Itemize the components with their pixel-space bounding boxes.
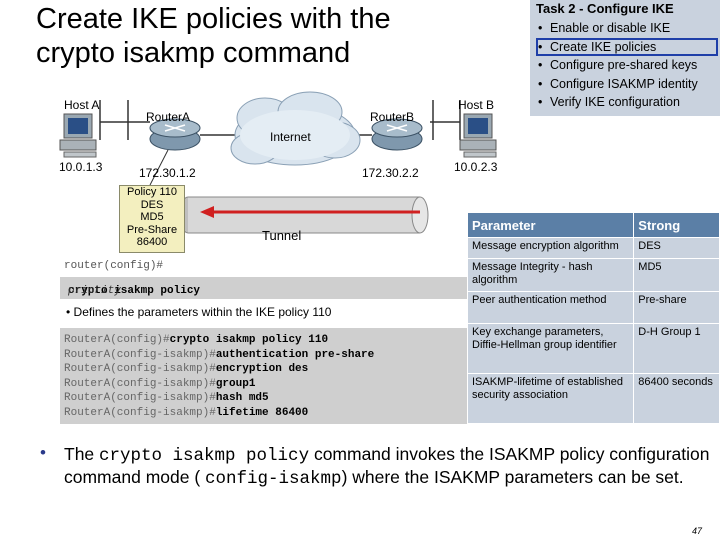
host-b-ip: 10.0.2.3 [454,160,498,174]
host-a-ip: 10.0.1.3 [59,160,103,174]
router-b-label: RouterB [370,110,415,124]
table-cell-value: D-H Group 1 [633,323,720,374]
syntax-prompt: router(config)# [64,260,164,272]
syntax-description-text: Defines the parameters within the IKE po… [73,305,332,319]
slide-title: Create IKE policies with the crypto isak… [36,2,516,70]
bullet-icon: • [538,39,543,54]
policy-line: 86400 [136,236,168,248]
table-header-row: Parameter Strong [466,212,720,238]
syntax-argument: priority [68,285,121,297]
router-a-ip: 172.30.1.2 [139,166,196,180]
router-a-label: RouterA [146,110,191,124]
title-line-2: crypto isakmp command [36,37,351,69]
title-line-1: Create IKE policies with the [36,3,391,35]
config-command: group1 [215,377,256,390]
task-item-label: Verify IKE configuration [550,95,680,109]
tunnel-label: Tunnel [262,228,302,243]
table-cell-parameter: Key exchange parameters, Diffie-Hellman … [466,323,635,374]
policy-line: Pre-Share [126,223,178,236]
host-b-label: Host B [458,98,495,112]
syntax-command-bar: crypto isakmp policy priority [60,277,470,299]
task-panel-heading: Task 2 - Configure IKE [536,1,674,16]
bullet-icon: • [538,95,543,109]
task-item-label: Create IKE policies [550,39,657,54]
tunnel-arrow-icon [200,206,420,218]
config-prompt: RouterA(config-isakmp)# [64,406,216,419]
task-item: • Verify IKE configuration [536,93,720,112]
task-item: • Configure pre-shared keys [536,56,720,75]
router-a-icon [149,118,201,151]
config-command: encryption des [215,363,309,375]
table-cell-parameter: Message Integrity - hash algorithm [466,258,635,292]
config-line: RouterA(config-isakmp)#hash md5 [64,392,269,404]
syntax-description: • Defines the parameters within the IKE … [66,305,332,319]
config-command: authentication pre-share [215,348,375,361]
summary-text-part: ) where the ISAKMP parameters can be set… [341,467,684,487]
task-list: • Enable or disable IKE • Create IKE polic… [536,19,720,112]
table-row: Key exchange parameters, Diffie-Hellman … [466,323,720,374]
table-header-parameter: Parameter [466,212,635,238]
config-line: RouterA(config-isakmp)#group1 [64,378,255,390]
config-prompt: RouterA(config-isakmp)# [64,348,216,361]
policy-line: DES [140,198,164,211]
bullet-icon: • [538,76,543,91]
router-b-icon [371,118,423,151]
config-command: lifetime 86400 [215,406,309,419]
summary-code: crypto isakmp policy [99,446,310,466]
table-cell-parameter: ISAKMP-lifetime of established security … [466,373,635,424]
parameter-table: Parameter Strong Message encryption algo… [466,212,720,424]
config-prompt: RouterA(config)# [64,334,170,346]
host-a-computer-icon [59,113,97,158]
config-prompt: RouterA(config-isakmp)# [64,392,216,404]
summary-text-part: command invokes the ISAKMP policy config… [64,444,710,487]
table-cell-value: Pre-share [633,291,720,324]
config-example: RouterA(config)#crypto isakmp policy 110… [60,328,470,424]
task-item: • Configure ISAKMP identity [536,75,720,94]
table-row: Peer authentication method Pre-share [466,291,720,324]
bullet-icon: • [40,443,46,462]
tunnel-pipe [179,196,429,234]
config-command: crypto isakmp policy 110 [169,334,329,346]
config-line: RouterA(config)#crypto isakmp policy 110 [64,334,328,346]
syntax-command-text: crypto isakmp policy [68,285,201,297]
table-cell-value: 86400 seconds [633,373,720,424]
policy-line: Policy 110 [127,186,177,198]
host-a-label: Host A [64,98,100,112]
task-item-label: Configure pre-shared keys [550,58,698,72]
table-cell-parameter: Message encryption algorithm [466,237,635,259]
config-prompt: RouterA(config-isakmp)# [64,363,216,375]
config-prompt: RouterA(config-isakmp)# [64,377,216,390]
internet-label: Internet [270,130,311,144]
task-item-label: Configure ISAKMP identity [550,76,698,91]
config-line: RouterA(config-isakmp)#authentication pr… [64,349,374,361]
task-item-label: Enable or disable IKE [550,21,671,35]
table-header-strong: Strong [633,212,720,238]
policy-line: MD5 [140,211,164,223]
table-cell-value: MD5 [633,258,720,292]
network-diagram [59,91,497,234]
internet-cloud-icon [230,91,361,166]
config-command: hash md5 [215,392,269,404]
task-item-active: • Create IKE policies [536,37,718,56]
table-cell-parameter: Peer authentication method [466,291,635,324]
task-panel: Task 2 - Configure IKE • Enable or disabl… [530,0,720,116]
table-row: Message Integrity - hash algorithm MD5 [466,258,720,292]
table-row: ISAKMP-lifetime of established security … [466,373,720,424]
page-number: 47 [691,526,702,536]
host-b-computer-icon [459,113,497,158]
policy-box: Policy 110 DES MD5 Pre-Share 86400 [119,185,185,253]
config-line: RouterA(config-isakmp)#lifetime 86400 [64,407,308,419]
task-item: • Enable or disable IKE [536,19,720,38]
table-cell-value: DES [633,237,720,259]
bullet-icon: • [538,21,543,35]
summary-text-part: The [64,444,100,464]
table-row: Message encryption algorithm DES [466,237,720,259]
config-line: RouterA(config-isakmp)#encryption des [64,363,308,375]
router-b-ip: 172.30.2.2 [362,166,419,180]
summary-text: The crypto isakmp policy command invokes… [64,444,714,490]
bullet-icon: • [538,58,543,72]
summary-code: config-isakmp [205,469,342,489]
